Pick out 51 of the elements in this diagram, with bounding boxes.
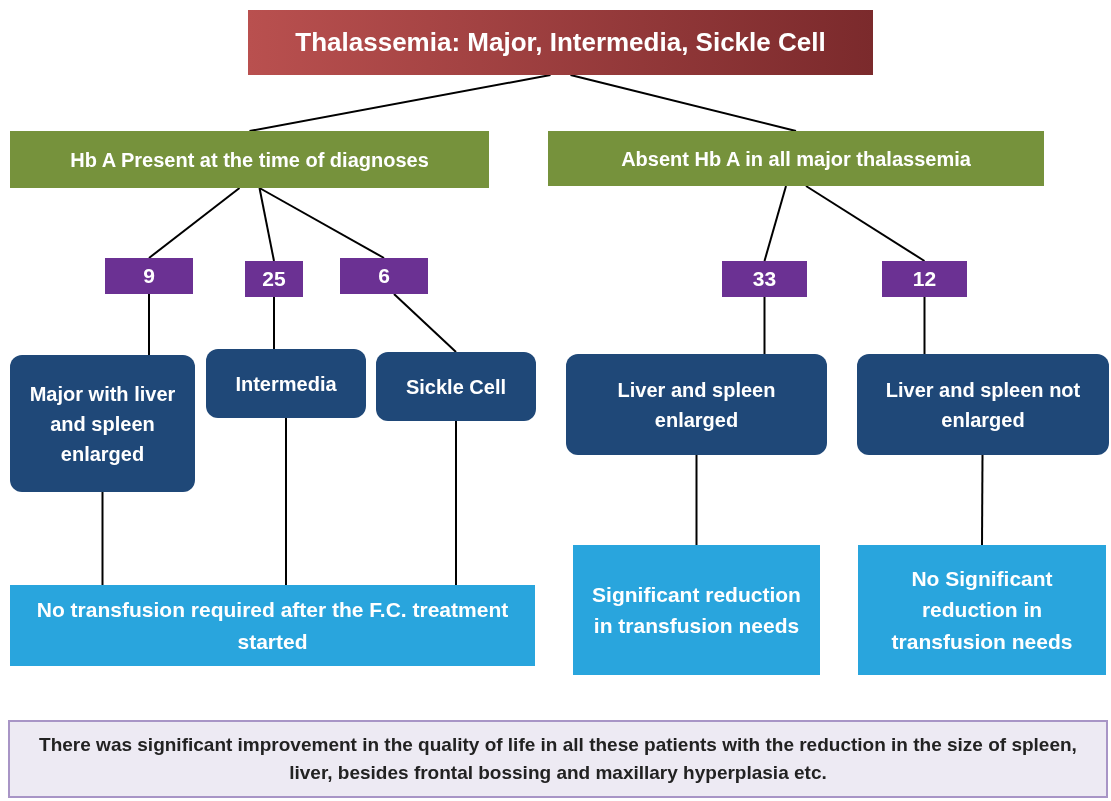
node-text: 12 [912,266,937,293]
group-box [206,349,366,418]
count-box [245,261,303,297]
node-text: Hb A Present at the time of diagnoses [70,147,429,173]
group-box [857,354,1109,455]
connector-line [695,454,698,546]
connector-line [763,185,787,262]
connector-line [393,293,457,353]
node-text: Liver and spleen not enlarged [884,377,1082,433]
count-box [340,258,428,294]
connector-line [763,296,766,355]
connector-line [101,491,104,586]
node-text: No Significant reduction in transfusion needs [890,565,1074,655]
connector-line [258,187,385,259]
category-box [548,131,1044,186]
node-text: Liver and spleen enlarged [616,377,777,433]
node-text: 25 [262,266,286,293]
connector-line [923,296,926,355]
node-text: Sickle Cell [405,374,507,400]
node-text: Significant reduction in transfusion needs [591,581,802,639]
note-box [8,720,1108,798]
connector-line [258,187,275,262]
outcome-box [573,545,820,675]
connector-line [569,74,797,132]
connector-line [248,74,552,132]
connector-line [148,293,150,356]
node-text: 33 [752,266,777,293]
connector-line [273,296,275,350]
outcome-box [10,585,535,666]
group-box [566,354,827,455]
count-box [722,261,807,297]
connector-line [285,417,287,586]
node-text: 6 [378,263,390,290]
node-text: Intermedia [235,371,337,397]
connector-line [805,185,926,262]
node-text: Absent Hb A in all major thalassemia [621,146,971,172]
count-box [882,261,967,297]
category-box [10,131,489,188]
node-text: There was significant improvement in the quality of life in all these patients with the reduction in the size of spleen, liver, besides frontal bossing and maxillary hyperplasia etc. [38,732,1078,785]
connector-line [148,187,241,259]
connector-line [981,454,984,546]
title-box [248,10,873,75]
group-box [10,355,195,492]
count-box [105,258,193,294]
node-text: No transfusion required after the F.C. treatment started [35,597,510,655]
node-text: 9 [143,263,155,290]
node-text: Major with liver and spleen enlarged [28,381,177,467]
connector-line [455,420,457,586]
node-text: Thalassemia: Major, Intermedia, Sickle Cell [295,26,826,59]
group-box [376,352,536,421]
outcome-box [858,545,1106,675]
